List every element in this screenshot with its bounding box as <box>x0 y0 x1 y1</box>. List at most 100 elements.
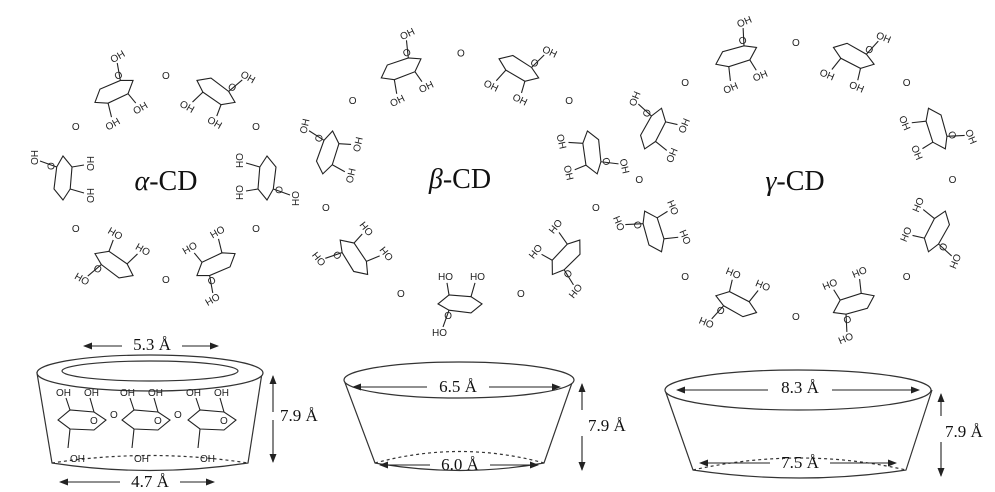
ring-oxygen-label: O <box>641 108 654 120</box>
hydroxyl-label: OH <box>751 69 769 85</box>
glycosidic-oxygen-label: O <box>635 175 643 186</box>
hydroxyl-label: OH <box>84 388 99 399</box>
ring-oxygen-label: O <box>945 130 958 142</box>
glucose-unit: O OH OH OH <box>896 107 978 162</box>
glycosidic-oxygen-label: O <box>517 289 525 300</box>
hydroxyl-label: OH <box>482 78 500 94</box>
hydroxyl-label: OH <box>847 80 865 96</box>
hydroxyl-label: OH <box>820 275 838 291</box>
hydroxyl-label: OH <box>180 239 198 256</box>
glycosidic-oxygen-label: O <box>681 78 689 89</box>
glycosidic-oxygen-label: O <box>162 71 170 82</box>
hydroxyl-label: OH <box>677 117 693 135</box>
hydroxyl-label: OH <box>289 191 300 206</box>
hydroxyl-label: OH <box>56 388 71 399</box>
glycosidic-oxygen-label: O <box>252 224 260 235</box>
ring-oxygen-label: O <box>737 35 749 48</box>
hydroxyl-label: OH <box>109 49 127 66</box>
ring-oxygen-label: O <box>220 416 228 427</box>
hydroxyl-label: OH <box>612 214 628 232</box>
hydroxyl-label: OH <box>200 454 215 465</box>
hydroxyl-label: OH <box>909 195 925 213</box>
hydroxyl-label: OH <box>510 92 528 108</box>
hydroxyl-label: OH <box>698 314 716 330</box>
hydroxyl-label: OH <box>378 244 396 263</box>
hydroxyl-label: OH <box>836 329 854 345</box>
hydroxyl-label: OH <box>214 388 229 399</box>
hydroxyl-label: OH <box>874 30 892 46</box>
glycosidic-oxygen-label: O <box>174 410 182 421</box>
hydroxyl-label: OH <box>908 144 924 162</box>
glycosidic-oxygen-label: O <box>792 312 800 323</box>
hydroxyl-label: OH <box>205 115 223 132</box>
beta-outer-diameter: 6.5 Å <box>439 377 478 396</box>
hydroxyl-label: OH <box>358 219 376 238</box>
ring-oxygen-label: O <box>715 303 727 316</box>
hydroxyl-label: OH <box>962 128 978 146</box>
hydroxyl-label: OH <box>896 114 912 132</box>
hydroxyl-label: OH <box>203 290 221 307</box>
ring-oxygen-label: O <box>272 186 283 194</box>
gamma-inner-diameter: 7.5 Å <box>781 453 820 472</box>
gamma-cd-label: γ-CD <box>765 166 824 197</box>
hydroxyl-label: OH <box>132 100 150 117</box>
glycosidic-oxygen-label: O <box>349 96 357 107</box>
hydroxyl-label: OH <box>208 223 226 240</box>
hydroxyl-label: OH <box>120 388 135 399</box>
hydroxyl-label: OH <box>86 156 97 171</box>
ring-oxygen-label: O <box>863 44 875 57</box>
hydroxyl-label: OH <box>345 167 359 184</box>
hydroxyl-label: OH <box>432 326 447 337</box>
ring-oxygen-label: O <box>841 312 853 325</box>
hydroxyl-label: OH <box>736 15 754 31</box>
hydroxyl-label: OH <box>947 252 963 270</box>
hydroxyl-label: OH <box>389 93 407 109</box>
glycosidic-oxygen-label: O <box>457 49 465 60</box>
hydroxyl-label: OH <box>148 388 163 399</box>
ring-oxygen-label: O <box>528 57 540 70</box>
gamma-outer-diameter: 8.3 Å <box>781 378 820 397</box>
alpha-cd-label: α-CD <box>135 166 198 197</box>
hydroxyl-label: OH <box>73 270 91 287</box>
ring-oxygen-label: O <box>154 416 162 427</box>
hydroxyl-label: OH <box>311 249 329 268</box>
hydroxyl-label: OH <box>665 147 681 165</box>
alpha-outer-diameter: 5.3 Å <box>133 335 172 354</box>
glycosidic-oxygen-label: O <box>397 289 405 300</box>
hydroxyl-label: OH <box>417 80 435 96</box>
glycosidic-oxygen-label: O <box>903 78 911 89</box>
beta-cd-label: β-CD <box>428 164 491 195</box>
ring-oxygen-label: O <box>444 309 452 320</box>
hydroxyl-label: OH <box>298 118 312 135</box>
hydroxyl-label: OH <box>540 44 558 60</box>
hydroxyl-label: OH <box>104 116 122 133</box>
glycosidic-oxygen-label: O <box>681 272 689 283</box>
hydroxyl-label: OH <box>850 263 868 279</box>
hydroxyl-label: OH <box>818 68 836 84</box>
ring-oxygen-label: O <box>90 416 98 427</box>
glycosidic-oxygen-label: O <box>252 122 260 133</box>
hydroxyl-label: OH <box>725 264 743 280</box>
hydroxyl-label: OH <box>30 150 41 165</box>
hydroxyl-label: OH <box>666 198 682 216</box>
beta-inner-diameter: 6.0 Å <box>441 455 480 474</box>
hydroxyl-label: OH <box>86 188 97 203</box>
hydroxyl-label: OH <box>628 90 644 108</box>
hydroxyl-label: OH <box>754 277 772 293</box>
hydroxyl-label: OH <box>617 158 631 175</box>
